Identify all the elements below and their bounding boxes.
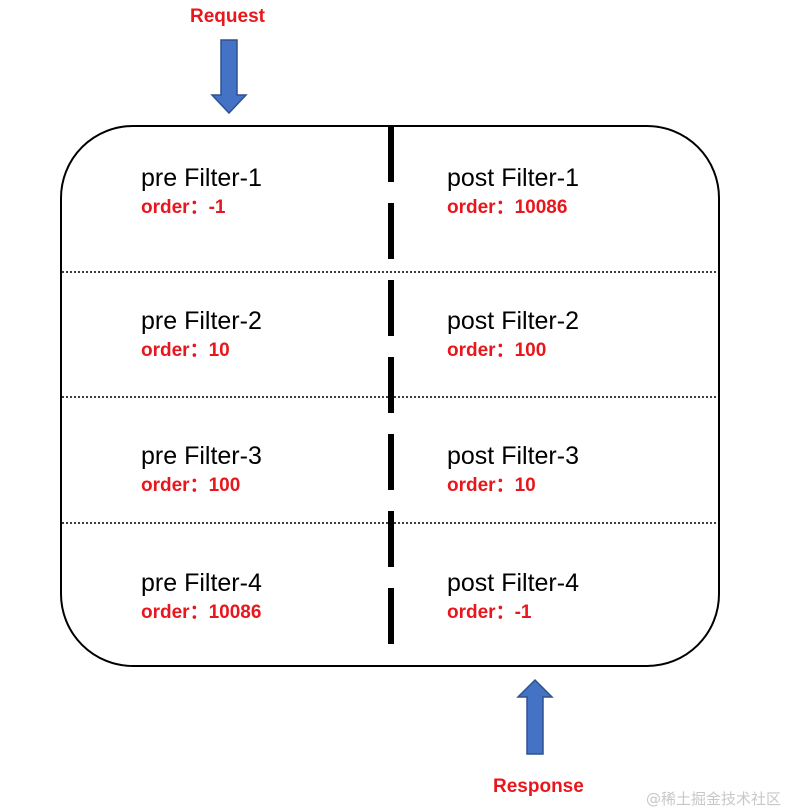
post-filter-1-order: order：10086 <box>447 197 568 218</box>
pre-filter-2-order: order：10 <box>141 340 230 361</box>
pre-filter-1-order: order：-1 <box>141 197 226 218</box>
post-filter-4-order: order：-1 <box>447 602 532 623</box>
post-filter-3-order: order：10 <box>447 475 536 496</box>
pre-filter-3-order: order：100 <box>141 475 241 496</box>
post-filter-4-name: post Filter-4 <box>447 569 579 597</box>
post-filter-2-name: post Filter-2 <box>447 307 579 335</box>
post-filter-2-order: order：100 <box>447 340 547 361</box>
response-arrow-icon <box>516 678 554 755</box>
pre-filter-1-name: pre Filter-1 <box>141 164 262 192</box>
request-arrow-icon <box>210 39 248 115</box>
pre-filter-2-name: pre Filter-2 <box>141 307 262 335</box>
request-label: Request <box>190 6 265 27</box>
response-label: Response <box>493 776 584 797</box>
pre-filter-3-name: pre Filter-3 <box>141 442 262 470</box>
pre-filter-4-order: order：10086 <box>141 602 262 623</box>
post-filter-1-name: post Filter-1 <box>447 164 579 192</box>
post-filter-3-name: post Filter-3 <box>447 442 579 470</box>
pre-filter-4-name: pre Filter-4 <box>141 569 262 597</box>
watermark: @稀土掘金技术社区 <box>645 790 781 808</box>
